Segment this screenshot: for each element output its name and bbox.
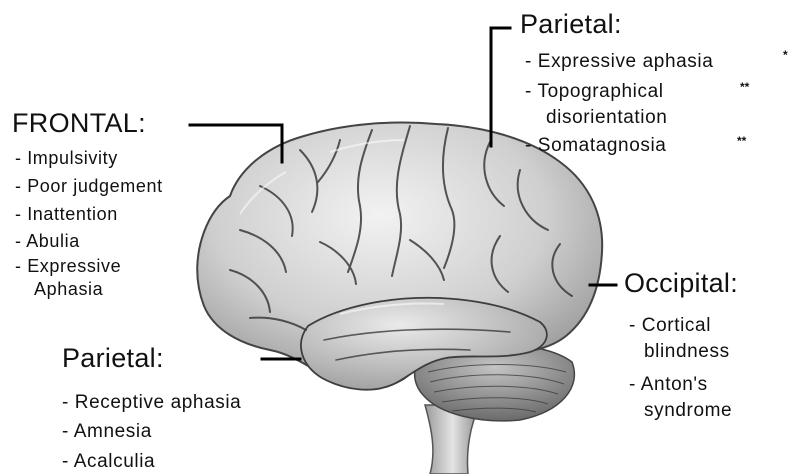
parietal-top-item-disorientation: disorientation bbox=[546, 106, 667, 129]
asterisk-mark: * bbox=[783, 48, 788, 62]
frontal-item-abulia: - Abulia bbox=[15, 230, 80, 252]
occipital-item-blindness: blindness bbox=[644, 340, 730, 363]
double-asterisk-mark: ** bbox=[740, 80, 749, 94]
parietal-top-item-topographical: - Topographical bbox=[525, 80, 664, 103]
frontal-item-aphasia: Aphasia bbox=[34, 278, 103, 300]
occipital-item-antons: - Anton's bbox=[629, 373, 708, 396]
parietal-top-item-expressive-aphasia: - Expressive aphasia bbox=[525, 50, 713, 73]
parietal-bottom-item-receptive-aphasia: - Receptive aphasia bbox=[62, 391, 241, 414]
double-asterisk-mark: ** bbox=[737, 134, 746, 148]
parietal-top-header: Parietal: bbox=[520, 9, 622, 39]
parietal-bottom-item-amnesia: - Amnesia bbox=[62, 420, 152, 443]
parietal-bottom-header: Parietal: bbox=[62, 343, 164, 373]
frontal-item-expressive: - Expressive bbox=[15, 255, 121, 277]
frontal-item-impulsivity: - Impulsivity bbox=[15, 147, 118, 169]
parietal-bottom-item-acalculia: - Acalculia bbox=[62, 450, 155, 473]
occipital-header: Occipital: bbox=[624, 268, 738, 298]
frontal-item-inattention: - Inattention bbox=[15, 203, 118, 225]
frontal-header: FRONTAL: bbox=[12, 108, 146, 138]
occipital-item-syndrome: syndrome bbox=[644, 399, 732, 422]
occipital-item-cortical: - Cortical bbox=[629, 314, 711, 337]
parietal-top-item-somatagnosia: - Somatagnosia bbox=[525, 134, 666, 157]
parietal-top-leader-line bbox=[491, 28, 510, 146]
frontal-item-poor-judgement: - Poor judgement bbox=[15, 175, 163, 197]
